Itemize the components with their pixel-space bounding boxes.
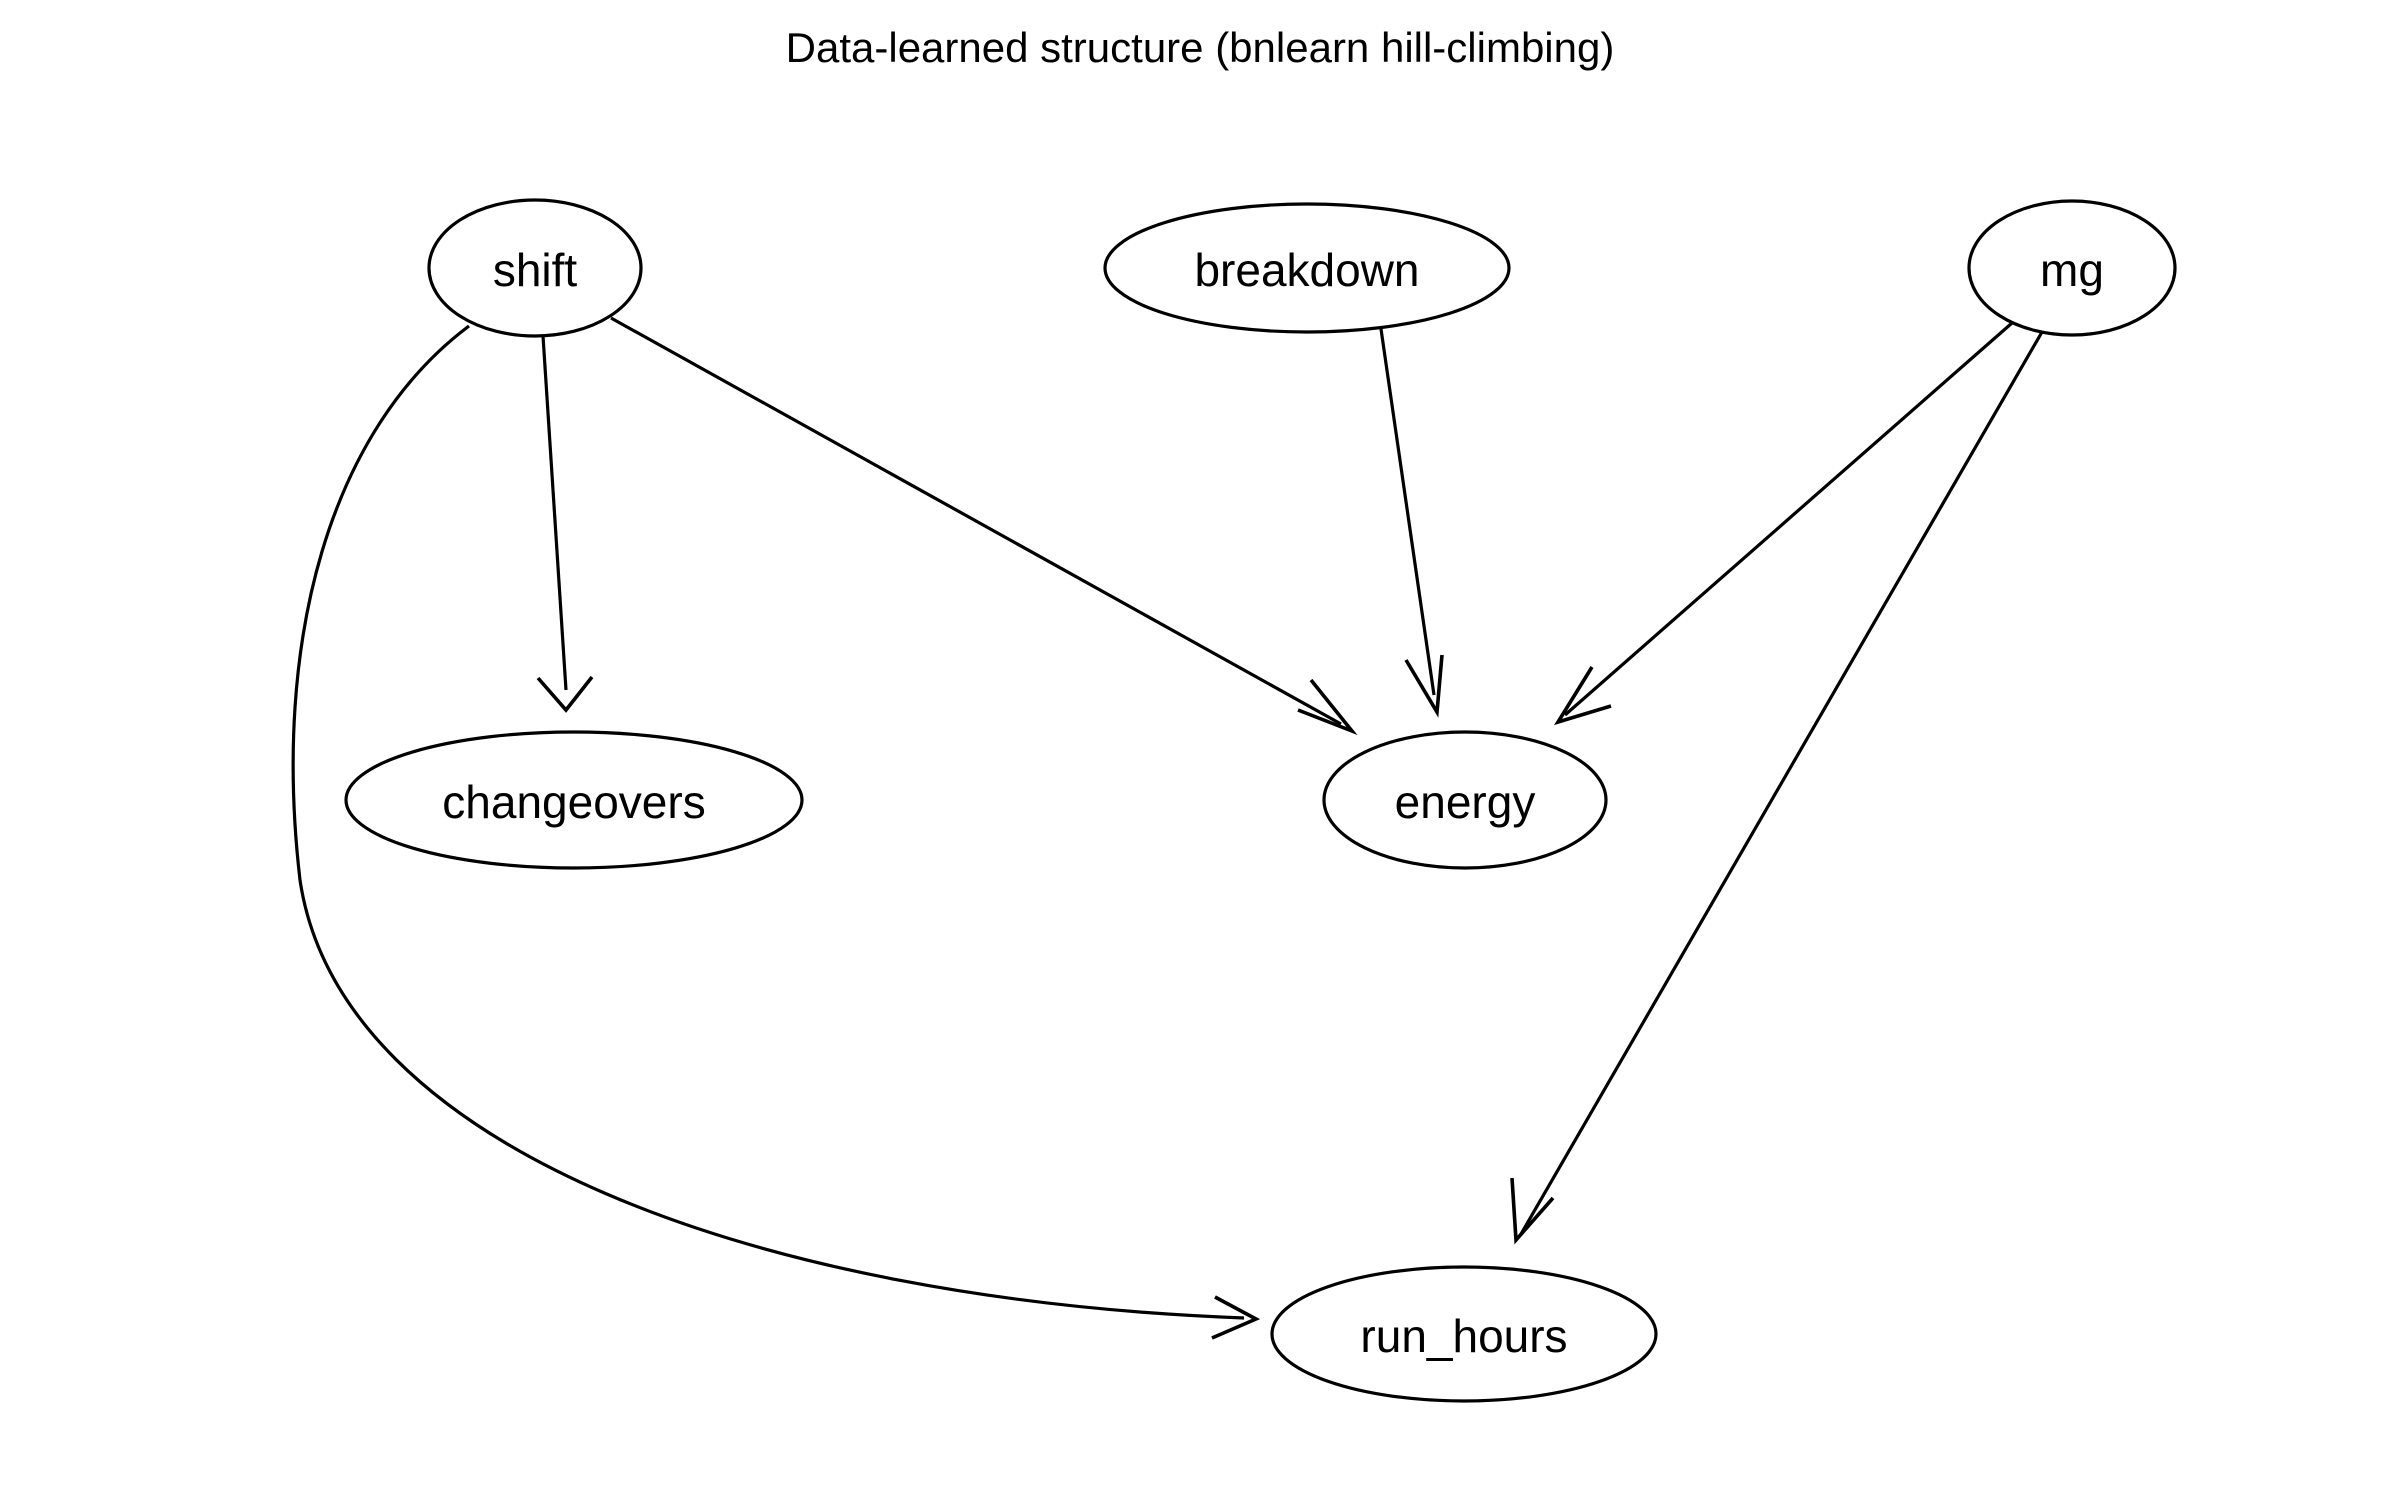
edge-shift-to-changeovers xyxy=(536,335,594,713)
edge-line xyxy=(1563,321,2014,717)
nodes-layer: shift breakdown mg changeovers energy run_hou… xyxy=(344,198,2177,1403)
edge-shift-to-run_hours xyxy=(291,324,1261,1340)
node-label-shift: shift xyxy=(493,244,578,296)
node-ellipse-breakdown[interactable] xyxy=(1103,202,1511,334)
node-energy[interactable]: energy xyxy=(1322,730,1608,870)
edge-mg-to-energy xyxy=(1553,321,2014,726)
node-ellipse-run_hours[interactable] xyxy=(1270,1265,1658,1403)
node-ellipse-energy[interactable] xyxy=(1322,730,1608,870)
node-label-changeovers: changeovers xyxy=(442,776,705,828)
node-label-run_hours: run_hours xyxy=(1360,1310,1567,1362)
node-label-mg: mg xyxy=(2040,244,2104,296)
node-ellipse-changeovers[interactable] xyxy=(344,730,804,870)
arrowhead-icon xyxy=(536,675,594,713)
edge-line xyxy=(610,316,1342,726)
node-shift[interactable]: shift xyxy=(427,198,643,338)
edge-shift-to-energy xyxy=(610,316,1358,736)
edges-layer xyxy=(291,316,2044,1340)
node-ellipse-mg[interactable] xyxy=(1967,199,2177,337)
figure-title: Data-learned structure (bnlearn hill-cli… xyxy=(786,24,1615,71)
arrowhead-icon xyxy=(1211,1295,1261,1340)
node-ellipse-shift[interactable] xyxy=(427,198,643,338)
node-mg[interactable]: mg xyxy=(1967,199,2177,337)
arrowhead-icon xyxy=(1404,654,1444,718)
edge-line xyxy=(1379,328,1436,696)
node-breakdown[interactable]: breakdown xyxy=(1103,202,1511,334)
edge-mg-to-run_hours xyxy=(1510,331,2044,1245)
arrowhead-icon xyxy=(1553,666,1612,726)
edge-line xyxy=(1519,331,2044,1235)
arrowhead-icon xyxy=(1297,678,1358,736)
edge-line xyxy=(541,335,568,691)
node-run_hours[interactable]: run_hours xyxy=(1270,1265,1658,1403)
node-label-energy: energy xyxy=(1395,776,1536,828)
node-label-breakdown: breakdown xyxy=(1194,244,1419,296)
arrowhead-icon xyxy=(1510,1177,1555,1245)
edge-line xyxy=(291,324,1245,1320)
edge-breakdown-to-energy xyxy=(1379,328,1444,718)
node-changeovers[interactable]: changeovers xyxy=(344,730,804,870)
